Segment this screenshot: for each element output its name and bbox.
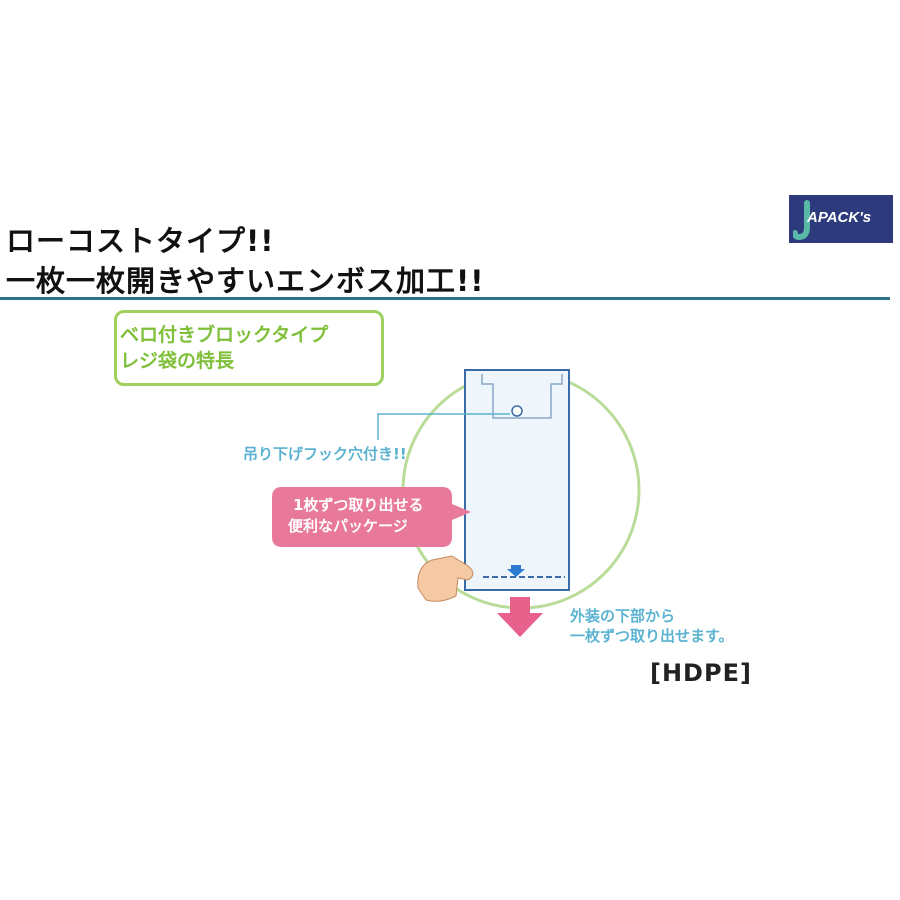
feature-title-line2: レジ袋の特長 — [120, 350, 235, 372]
hand-icon — [417, 555, 474, 602]
japacks-logo: APACK's — [789, 195, 893, 243]
hook-leader-line — [377, 413, 510, 440]
exit-note-line1: 外装の下部から — [570, 607, 676, 625]
bag-handle-outline — [481, 374, 563, 419]
headline-low-cost: ローコストタイプ!! — [6, 224, 275, 258]
hook-hole — [511, 405, 523, 417]
bag-package — [464, 369, 570, 591]
headline-embossed: 一枚一枚開きやすいエンボス加工!! — [6, 264, 485, 298]
down-arrow-icon — [497, 597, 543, 637]
callout-line1: 1枚ずつ取り出せる — [293, 496, 424, 514]
exit-note-line2: 一枚ずつ取り出せます。 — [570, 627, 734, 645]
hook-hole-label: 吊り下げフック穴付き!! — [243, 445, 407, 463]
feature-box — [114, 310, 384, 386]
logo-j-mark — [793, 200, 810, 241]
header-divider — [0, 297, 890, 300]
material-label: [HDPE] — [650, 659, 752, 687]
logo-text: APACK's — [807, 209, 872, 226]
callout-bubble — [272, 487, 471, 547]
feature-title-line1: ベロ付きブロックタイプ — [120, 324, 329, 346]
small-down-arrow — [507, 565, 525, 577]
callout-line2: 便利なパッケージ — [288, 517, 408, 535]
